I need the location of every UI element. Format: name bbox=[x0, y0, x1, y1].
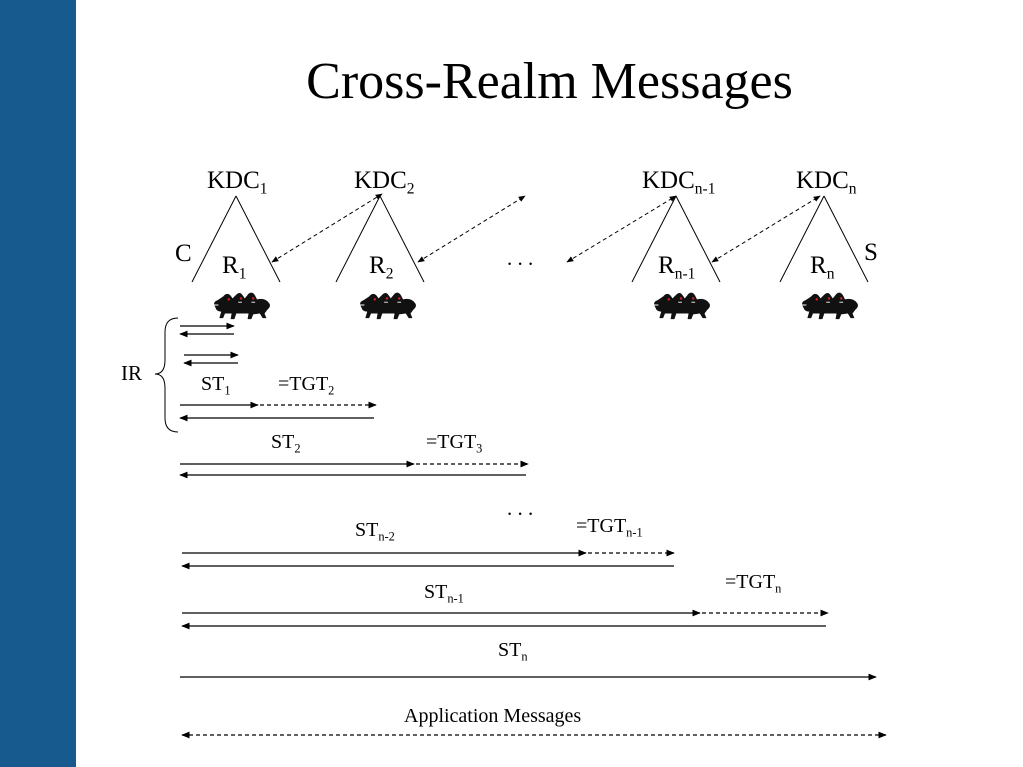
tgtn-1-label: =TGTn-1 bbox=[576, 515, 643, 540]
trust-link-1-2 bbox=[271, 193, 383, 263]
cerberus-icon bbox=[801, 292, 859, 320]
realm-label-2: R2 bbox=[369, 252, 394, 283]
message-ellipsis: . . . bbox=[507, 496, 534, 520]
ir-label: IR bbox=[121, 361, 142, 385]
kdc-label-n: KDCn bbox=[796, 167, 857, 198]
st2-label: ST2 bbox=[271, 431, 301, 456]
stn-2-label: STn-2 bbox=[355, 519, 395, 544]
realm-ellipsis: . . . bbox=[507, 246, 534, 270]
realm-label-n-1: Rn-1 bbox=[658, 252, 696, 283]
client-label: C bbox=[175, 240, 192, 267]
stn-label: STn bbox=[498, 639, 528, 664]
trust-link-n-1-n bbox=[711, 195, 821, 263]
tgt2-label: =TGT2 bbox=[278, 373, 335, 398]
cerberus-icon bbox=[359, 292, 417, 320]
realm-label-1: R1 bbox=[222, 252, 247, 283]
server-label: S bbox=[864, 239, 878, 266]
cerberus-icon bbox=[213, 292, 271, 320]
application-messages-label: Application Messages bbox=[404, 705, 582, 727]
stn-1-label: STn-1 bbox=[424, 581, 464, 606]
st1-label: ST1 bbox=[201, 373, 231, 398]
ir-brace bbox=[154, 317, 179, 433]
trust-link-n-2-n-1 bbox=[566, 195, 677, 263]
realm-label-n: Rn bbox=[810, 252, 835, 283]
kdc-label-n-1: KDCn-1 bbox=[642, 167, 716, 198]
kdc-label-2: KDC2 bbox=[354, 167, 415, 198]
tgtn-label: =TGTn bbox=[725, 571, 782, 596]
slide-title: Cross-Realm Messages bbox=[306, 53, 793, 110]
tgt3-label: =TGT3 bbox=[426, 431, 483, 456]
slide-sidebar bbox=[0, 0, 76, 767]
kdc-label-1: KDC1 bbox=[207, 167, 268, 198]
realm-tree-1 bbox=[191, 195, 281, 283]
cerberus-icon bbox=[653, 292, 711, 320]
